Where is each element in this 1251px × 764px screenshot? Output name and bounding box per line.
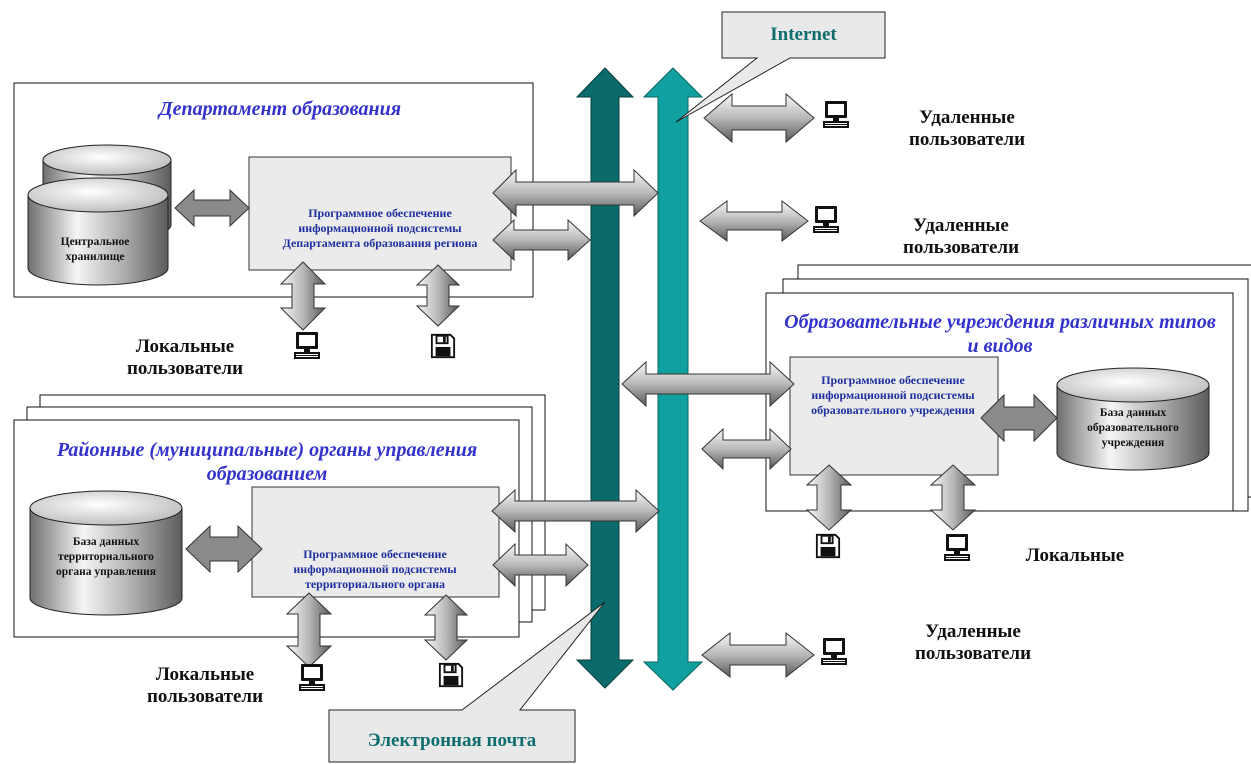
institution-database-arrow (980, 393, 1058, 443)
storage-cylinder-front (27, 177, 169, 286)
district-local-floppy-arrow (423, 594, 469, 661)
computer-icon (944, 534, 970, 561)
remote-top-arrow (703, 92, 815, 144)
district-database-label: База данных территориального органа упра… (56, 536, 156, 578)
storage-software-arrow (174, 188, 250, 228)
department-email-arrow (492, 218, 591, 262)
department-title: Департамент образования (158, 98, 402, 120)
district-database-arrow (185, 524, 263, 574)
computer-icon (294, 332, 320, 359)
institution-database-cylinder (1056, 367, 1210, 471)
floppy-disk-icon (815, 533, 841, 559)
district-software-label: Программное обеспечение информационной п… (293, 547, 457, 591)
remote-users-middle-label: Удаленные пользователи (902, 215, 1020, 253)
institution-local-users-label: Локальные (1025, 545, 1125, 566)
computer-icon (823, 101, 849, 128)
department-local-floppy-arrow (415, 264, 461, 327)
department-software-label: Программное обеспечение информационной п… (282, 206, 478, 250)
institution-software-label: Программное обеспечение информационной п… (811, 373, 975, 417)
department-internet-arrow (492, 168, 659, 218)
computer-icon (821, 638, 847, 665)
institution-title: Образовательные учреждения различных тип… (784, 311, 1216, 357)
email-callout-label: Электронная почта (367, 730, 537, 751)
floppy-disk-icon (438, 662, 464, 688)
district-software-panel (251, 486, 500, 598)
remote-middle-arrow (699, 199, 809, 243)
institution-software-panel (789, 356, 999, 476)
remote-users-bottom-label: Удаленные пользователи (914, 621, 1032, 664)
institution-internet-arrow (701, 427, 792, 471)
institution-local-pc-arrow (929, 464, 977, 531)
computer-icon (299, 664, 325, 691)
district-internet-arrow (491, 488, 660, 534)
internet-callout (675, 11, 886, 123)
email-bus-arrow (575, 67, 635, 689)
department-local-users-label: Локальные пользователи (126, 336, 244, 374)
remote-bottom-arrow (701, 631, 815, 679)
institution-database-label: База данных образовательного учреждения (1087, 407, 1179, 449)
remote-users-top-label: Удаленные пользователи (908, 107, 1026, 150)
central-storage-label: Центральное хранилище (60, 236, 130, 263)
institution-local-floppy-arrow (805, 464, 853, 531)
department-local-pc-arrow (279, 261, 327, 331)
district-email-arrow (492, 542, 589, 588)
internet-callout-label: Internet (770, 24, 837, 45)
floppy-disk-icon (430, 333, 456, 359)
district-database-cylinder (29, 490, 183, 616)
email-callout (328, 601, 606, 763)
department-software-panel (248, 156, 512, 271)
district-title: Районные (муниципальные) органы управлен… (56, 439, 478, 485)
district-local-users-label: Локальные пользователи (146, 664, 264, 702)
computer-icon (813, 206, 839, 233)
institution-email-arrow (621, 360, 795, 408)
